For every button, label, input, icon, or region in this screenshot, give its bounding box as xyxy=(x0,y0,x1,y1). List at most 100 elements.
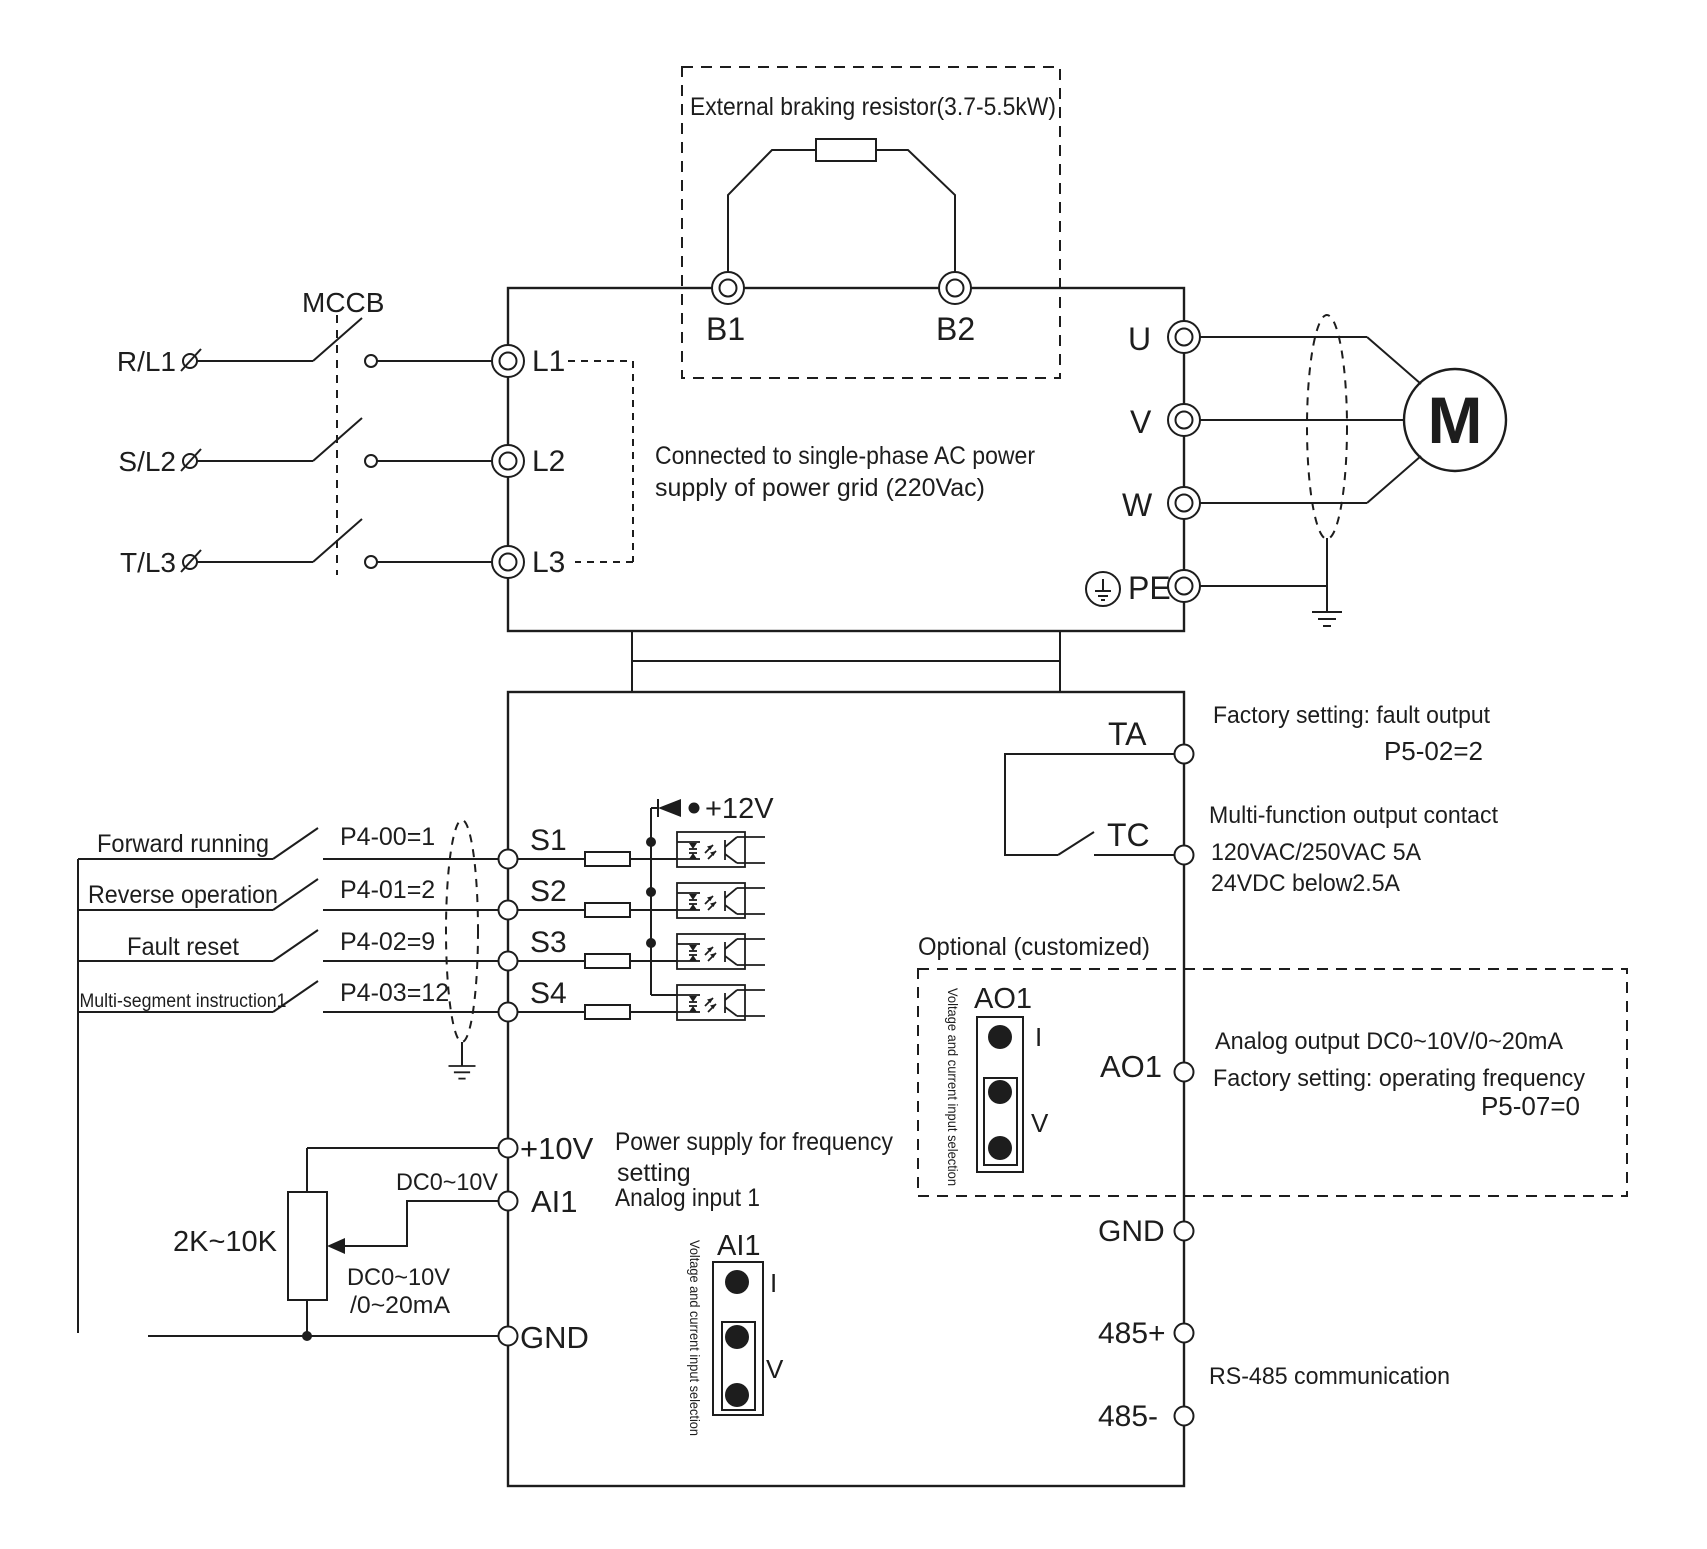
braking-wire-right xyxy=(876,149,956,272)
ai1-current-label: I xyxy=(770,1268,777,1298)
motor-output-section: M U V W PE xyxy=(1085,314,1508,627)
terminal-label-485-minus: 485- xyxy=(1098,1400,1158,1433)
terminal-v xyxy=(1167,403,1201,437)
relay-output-section: TA TC Factory setting: fault output P5-0… xyxy=(1004,702,1498,897)
braking-dashed-box xyxy=(681,66,1061,379)
braking-resistor-section: External braking resistor(3.7-5.5kW) B1 … xyxy=(681,66,1061,379)
switch-blade xyxy=(272,878,319,911)
terminal-label-l3: L3 xyxy=(532,546,565,579)
input-label: Multi-segment instruction1 xyxy=(80,991,287,1012)
relay-contact-note: Multi-function output contact xyxy=(1209,802,1498,829)
switch-blade xyxy=(272,980,319,1013)
digital-input-row: Fault reset P4-02=9 S3 xyxy=(78,926,766,972)
terminal-u xyxy=(1167,320,1201,354)
input-param: P4-01=2 xyxy=(340,876,435,904)
input-label: Forward running xyxy=(97,830,269,858)
terminal-s3 xyxy=(497,950,519,972)
relay-param: P5-02=2 xyxy=(1384,736,1483,766)
cable-shield-icon xyxy=(445,819,479,1043)
terminal-gnd-right xyxy=(1173,1220,1195,1242)
input-resistor xyxy=(584,851,631,867)
terminal-485-minus xyxy=(1173,1405,1195,1427)
optocoupler-icon xyxy=(676,831,766,868)
terminal-label-ta: TA xyxy=(1108,716,1147,752)
terminal-s1 xyxy=(497,848,519,870)
inverter-control-box xyxy=(506,690,1186,1488)
comm-section: GND 485+ 485- RS-485 communication xyxy=(1098,1215,1450,1433)
terminal-label-485-plus: 485+ xyxy=(1098,1317,1166,1350)
pot-value-label: 2K~10K xyxy=(173,1226,278,1258)
terminal-label-l2: L2 xyxy=(532,445,565,478)
breaker-blade xyxy=(312,417,363,462)
breaker-blade xyxy=(312,317,363,362)
breaker-blade xyxy=(312,518,363,563)
relay-rating2: 24VDC below2.5A xyxy=(1211,870,1400,897)
optocoupler-icon xyxy=(676,933,766,970)
diode-icon xyxy=(657,799,681,817)
mains-line-row: T/L3 L3 xyxy=(120,518,565,579)
terminal-gnd-left xyxy=(497,1325,519,1347)
analog-input-note: Analog input 1 xyxy=(615,1184,760,1212)
ao1-note1: Analog output DC0~10V/0~20mA xyxy=(1215,1028,1563,1055)
terminal-label-l1: L1 xyxy=(532,345,565,378)
ai1-selector-note: Voltage and current input selection xyxy=(687,1240,703,1436)
terminal-ai1 xyxy=(497,1190,519,1212)
comm-note: RS-485 communication xyxy=(1209,1363,1450,1390)
ground-icon xyxy=(447,1065,477,1080)
optional-title: Optional (customized) xyxy=(918,933,1150,961)
terminal-label-s1: S1 xyxy=(530,824,567,857)
terminal-label-b1: B1 xyxy=(706,311,745,347)
power-note1: Power supply for frequency xyxy=(615,1128,893,1156)
terminal-label-10v: +10V xyxy=(520,1131,594,1166)
terminal-485-plus xyxy=(1173,1322,1195,1344)
terminal-label-gnd-right: GND xyxy=(1098,1215,1165,1248)
optional-dashed-box xyxy=(917,968,1628,1197)
terminal-label-gnd-left: GND xyxy=(520,1320,589,1355)
cable-shield-icon xyxy=(1306,314,1348,540)
terminal-s2 xyxy=(497,899,519,921)
input-param: P4-00=1 xyxy=(340,823,435,851)
terminal-l2 xyxy=(491,444,525,478)
mains-note-line2: supply of power grid (220Vac) xyxy=(655,474,985,502)
terminal-tc xyxy=(1173,844,1195,866)
protective-earth-icon xyxy=(1085,571,1121,607)
wiper-arrow-icon xyxy=(327,1238,345,1254)
terminal-l3 xyxy=(491,545,525,579)
ao1-jumper-label: AO1 xyxy=(974,983,1032,1015)
terminal-label-w: W xyxy=(1122,487,1153,523)
mains-line-label: T/L3 xyxy=(120,547,176,578)
terminal-b1 xyxy=(711,271,745,305)
box-connector xyxy=(631,631,1061,692)
potentiometer-symbol xyxy=(287,1191,328,1301)
motor-label: M xyxy=(1428,383,1483,457)
terminal-l1 xyxy=(491,344,525,378)
input-param: P4-02=9 xyxy=(340,928,435,956)
internal-12v-rail: +12V xyxy=(646,793,774,996)
input-label: Fault reset xyxy=(127,933,239,961)
motor-symbol xyxy=(1402,367,1508,473)
relay-contact-blade xyxy=(1057,831,1095,856)
ai1-voltage-label: V xyxy=(766,1354,784,1384)
terminal-10v xyxy=(497,1137,519,1159)
terminal-w xyxy=(1167,486,1201,520)
ao1-selector-note: Voltage and current input selection xyxy=(945,988,961,1186)
optocoupler-icon xyxy=(676,984,766,1021)
input-param: P4-03=12 xyxy=(340,979,449,1007)
braking-resistor-symbol xyxy=(815,138,877,162)
ai1-jumper-label: AI1 xyxy=(717,1230,761,1262)
optocoupler-icon xyxy=(676,882,766,919)
terminal-pe xyxy=(1167,569,1201,603)
relay-rating1: 120VAC/250VAC 5A xyxy=(1211,839,1421,866)
mains-line-label: S/L2 xyxy=(118,446,176,477)
power-note2: setting xyxy=(617,1159,691,1187)
mains-line-row: R/L1 L1 xyxy=(117,317,565,378)
ao1-param: P5-07=0 xyxy=(1481,1091,1580,1121)
terminal-label-b2: B2 xyxy=(936,311,975,347)
terminal-label-u: U xyxy=(1128,321,1151,357)
input-label: Reverse operation xyxy=(88,881,278,909)
input-resistor xyxy=(584,1004,631,1020)
ao1-note2: Factory setting: operating frequency xyxy=(1213,1065,1585,1092)
terminal-b2 xyxy=(938,271,972,305)
mains-line-label: R/L1 xyxy=(117,346,176,377)
